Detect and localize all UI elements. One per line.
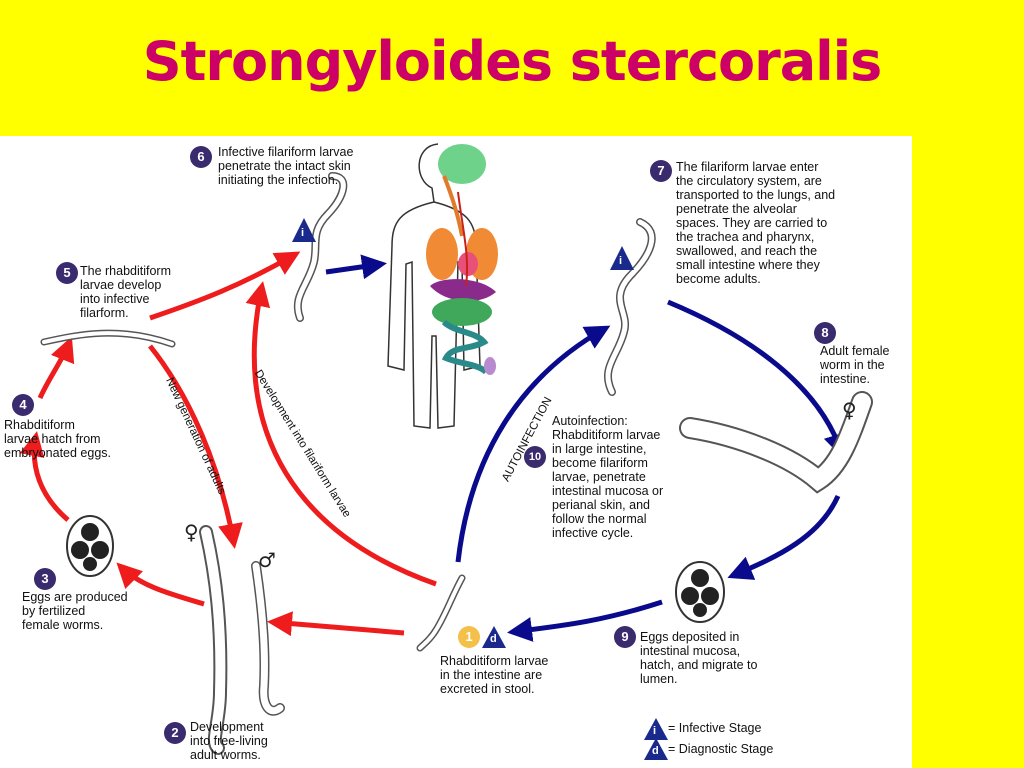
legend-infective-text: = Infective Stage <box>668 721 762 735</box>
step-badge-3: 3 <box>34 568 56 590</box>
arrow-new-generation <box>148 344 243 549</box>
stage-triangles <box>292 218 668 760</box>
human-body <box>387 143 498 429</box>
arrow-autoinfection <box>455 325 611 563</box>
arrow-7-to-8 <box>667 299 848 459</box>
step-badge-6: 6 <box>190 146 212 168</box>
filariform-larva-6 <box>293 172 348 322</box>
step-badge-1: 1 <box>458 626 480 648</box>
arrow-5-to-6 <box>149 251 301 321</box>
arrow-development-filariform <box>245 281 437 587</box>
arrow-6-to-host <box>325 254 387 280</box>
step-badge-9: 9 <box>614 626 636 648</box>
legend-diagnostic-text: = Diagnostic Stage <box>668 742 774 756</box>
embryonated-egg-3 <box>66 515 114 577</box>
step-badge-10: 10 <box>524 446 546 468</box>
step-badge-4: 4 <box>12 394 34 416</box>
legend-diagnostic-letter: d <box>652 745 659 757</box>
diagnostic-stage-icon <box>482 626 506 648</box>
male-symbol-icon: ♂ <box>258 548 276 572</box>
arrow-3-to-4 <box>19 431 70 522</box>
arrow-2-to-3 <box>116 562 205 607</box>
filariform-larva-7 <box>603 218 656 396</box>
egg-in-mucosa-9 <box>675 561 725 623</box>
infective-stage-icon <box>610 246 634 270</box>
female-symbol-icon: ♀ <box>842 398 857 422</box>
infective-stage-icon <box>644 718 668 740</box>
infective-stage-letter: i <box>619 255 623 267</box>
page-title: Strongyloides stercoralis <box>142 30 883 93</box>
step-badge-5: 5 <box>56 262 78 284</box>
infective-stage-letter: i <box>301 227 305 239</box>
parasitic-arrows <box>325 254 848 642</box>
infective-stage-icon <box>292 218 316 242</box>
female-symbol-icon: ♀ <box>184 520 199 544</box>
step-badge-7: 7 <box>650 160 672 182</box>
arrow-1-to-2 <box>267 611 405 637</box>
step-badge-8: 8 <box>814 322 836 344</box>
worms <box>40 172 873 755</box>
title-bar <box>0 0 1024 136</box>
diagnostic-stage-icon <box>644 738 668 760</box>
life-cycle-diagram <box>19 143 873 760</box>
diagnostic-stage-letter: d <box>490 633 497 645</box>
free-living-arrows <box>19 251 437 637</box>
arrow-9-to-1 <box>507 599 663 642</box>
arrow-8-to-9 <box>727 494 841 580</box>
step-badge-2: 2 <box>164 722 186 744</box>
legend-infective-letter: i <box>653 725 657 737</box>
arrow-4-to-5 <box>37 336 75 400</box>
